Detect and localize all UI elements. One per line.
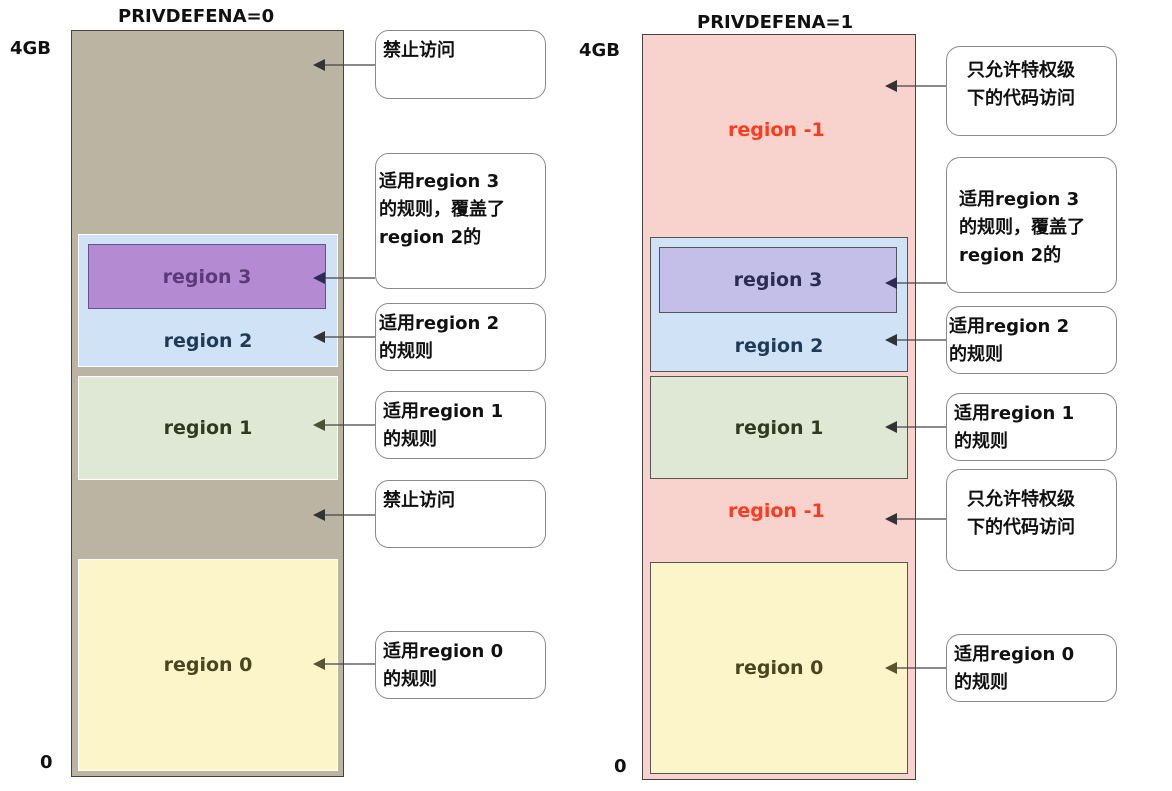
right-callout-privileged-top: 只允许特权级 下的代码访问 bbox=[946, 46, 1117, 136]
arrowhead-left-region-3 bbox=[313, 272, 325, 284]
right-callout-privileged-mid: 只允许特权级 下的代码访问 bbox=[946, 469, 1117, 571]
arrowhead-right-region-2 bbox=[885, 334, 897, 346]
left-callout-region-1: 适用region 1 的规则 bbox=[375, 391, 546, 459]
left-region-0-block: region 0 bbox=[78, 559, 338, 771]
right-title: PRIVDEFENA=1 bbox=[697, 12, 854, 33]
left-region-1-block: region 1 bbox=[78, 376, 338, 480]
left-title: PRIVDEFENA=0 bbox=[118, 6, 275, 27]
right-region-2-label: region 2 bbox=[734, 335, 824, 357]
arrowhead-right-region-3 bbox=[885, 277, 897, 289]
left-region-0-label: region 0 bbox=[163, 654, 253, 676]
arrowhead-left-region-2 bbox=[313, 331, 325, 343]
arrowhead-left-forbidden-mid bbox=[313, 509, 325, 521]
right-region-1-block: region 1 bbox=[650, 376, 908, 479]
arrowhead-right-region-1 bbox=[885, 421, 897, 433]
left-region-3-block: region 3 bbox=[88, 244, 326, 309]
right-region-1-label: region 1 bbox=[734, 416, 824, 439]
right-callout-region-0: 适用region 0 的规则 bbox=[946, 634, 1117, 702]
left-callout-region-3: 适用region 3 的规则，覆盖了 region 2的 bbox=[375, 153, 546, 289]
right-zero-label: 0 bbox=[614, 756, 627, 777]
left-4gb-label: 4GB bbox=[10, 38, 52, 59]
right-callout-region-2: 适用region 2 的规则 bbox=[946, 306, 1117, 374]
arrowhead-right-privileged-top bbox=[885, 80, 897, 92]
left-region-2-label: region 2 bbox=[163, 330, 253, 352]
arrowhead-right-region-0 bbox=[885, 662, 897, 674]
left-callout-region-0: 适用region 0 的规则 bbox=[375, 631, 546, 699]
arrowhead-left-region-0 bbox=[313, 658, 325, 670]
right-region-3-block: region 3 bbox=[659, 247, 897, 313]
arrowhead-left-forbidden-top bbox=[313, 59, 325, 71]
right-4gb-label: 4GB bbox=[579, 40, 621, 61]
left-callout-forbidden-top: 禁止访问 bbox=[375, 30, 546, 99]
right-region-3-label: region 3 bbox=[733, 269, 823, 291]
left-callout-region-2: 适用region 2 的规则 bbox=[375, 303, 546, 371]
arrowhead-right-privileged-mid bbox=[885, 513, 897, 525]
arrowhead-left-region-1 bbox=[313, 419, 325, 431]
right-callout-region-1: 适用region 1 的规则 bbox=[946, 393, 1117, 461]
left-region-1-label: region 1 bbox=[163, 417, 253, 439]
left-zero-label: 0 bbox=[40, 752, 53, 773]
left-region-3-label: region 3 bbox=[162, 265, 252, 288]
right-callout-region-3: 适用region 3 的规则，覆盖了 region 2的 bbox=[946, 157, 1117, 293]
right-region-minus-1-top-label: region -1 bbox=[728, 119, 825, 141]
right-region-0-label: region 0 bbox=[734, 657, 824, 679]
right-region-minus-1-mid-label: region -1 bbox=[728, 500, 825, 522]
left-callout-forbidden-mid: 禁止访问 bbox=[375, 480, 546, 548]
